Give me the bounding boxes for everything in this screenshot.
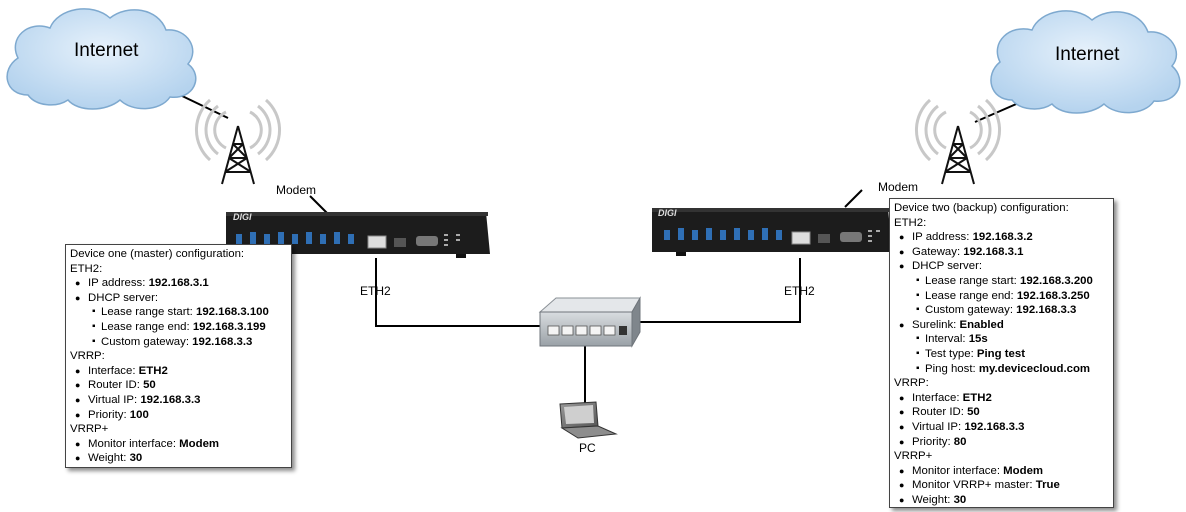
section-eth2: ETH2: bbox=[894, 216, 927, 229]
virtual-ip-item: Virtual IP: 192.168.3.3 bbox=[894, 420, 1109, 435]
internet-label-left: Internet bbox=[74, 40, 139, 61]
priority-item: Priority: 80 bbox=[894, 435, 1109, 450]
priority-item: Priority: 100 bbox=[70, 408, 287, 423]
ip-address-item: IP address: 192.168.3.1 bbox=[70, 276, 287, 291]
section-vrrp: VRRP: bbox=[894, 377, 929, 390]
cell-tower-icon-right bbox=[915, 98, 1001, 185]
router-brand-left: DIGI bbox=[233, 212, 252, 222]
dhcp-server-item: DHCP server: bbox=[894, 259, 1109, 274]
device-two-config-box: Device two (backup) configuration: ETH2:… bbox=[889, 198, 1114, 508]
gateway-item: Gateway: 192.168.3.1 bbox=[894, 245, 1109, 260]
network-switch-icon bbox=[538, 296, 641, 348]
pc-label: PC bbox=[579, 441, 596, 455]
cell-tower-icon-left bbox=[195, 98, 281, 185]
custom-gateway-item: Custom gateway: 192.168.3.3 bbox=[894, 303, 1109, 318]
router-brand-right: DIGI bbox=[658, 208, 677, 218]
pc-laptop-icon bbox=[559, 401, 618, 439]
modem-label-right: Modem bbox=[878, 180, 919, 194]
router-device-two bbox=[652, 208, 892, 256]
test-type-item: Test type: Ping test bbox=[894, 347, 1109, 362]
internet-label-right: Internet bbox=[1055, 44, 1120, 65]
section-vrrp-plus: VRRP+ bbox=[70, 423, 109, 436]
ip-address-item: IP address: 192.168.3.2 bbox=[894, 230, 1109, 245]
monitor-interface-item: Monitor interface: Modem bbox=[894, 464, 1109, 479]
monitor-master-item: Monitor VRRP+ master: True bbox=[894, 478, 1109, 493]
virtual-ip-item: Virtual IP: 192.168.3.3 bbox=[70, 393, 287, 408]
internet-cloud-left bbox=[6, 8, 197, 110]
weight-item: Weight: 30 bbox=[894, 493, 1109, 508]
dhcp-server-item: DHCP server: bbox=[70, 291, 287, 306]
section-eth2: ETH2: bbox=[70, 262, 103, 275]
internet-cloud-right bbox=[990, 10, 1181, 114]
surelink-item: Surelink: Enabled bbox=[894, 318, 1109, 333]
router-id-item: Router ID: 50 bbox=[894, 405, 1109, 420]
lease-end-item: Lease range end: 192.168.3.199 bbox=[70, 320, 287, 335]
monitor-interface-item: Monitor interface: Modem bbox=[70, 437, 287, 452]
eth2-label-left: ETH2 bbox=[360, 284, 391, 298]
section-vrrp-plus: VRRP+ bbox=[894, 450, 933, 463]
lease-start-item: Lease range start: 192.168.3.100 bbox=[70, 305, 287, 320]
lease-end-item: Lease range end: 192.168.3.250 bbox=[894, 289, 1109, 304]
device-one-config-box: Device one (master) configuration: ETH2:… bbox=[65, 244, 292, 468]
eth2-label-right: ETH2 bbox=[784, 284, 815, 298]
interval-item: Interval: 15s bbox=[894, 332, 1109, 347]
router-id-item: Router ID: 50 bbox=[70, 378, 287, 393]
router-device-one bbox=[226, 212, 490, 258]
custom-gateway-item: Custom gateway: 192.168.3.3 bbox=[70, 335, 287, 350]
weight-item: Weight: 30 bbox=[70, 451, 287, 466]
section-vrrp: VRRP: bbox=[70, 350, 105, 363]
interface-item: Interface: ETH2 bbox=[70, 364, 287, 379]
config-title: Device one (master) configuration: bbox=[70, 248, 245, 260]
config-title: Device two (backup) configuration: bbox=[894, 202, 1069, 214]
interface-item: Interface: ETH2 bbox=[894, 391, 1109, 406]
ping-host-item: Ping host: my.devicecloud.com bbox=[894, 362, 1109, 377]
lease-start-item: Lease range start: 192.168.3.200 bbox=[894, 274, 1109, 289]
modem-label-left: Modem bbox=[276, 183, 317, 197]
